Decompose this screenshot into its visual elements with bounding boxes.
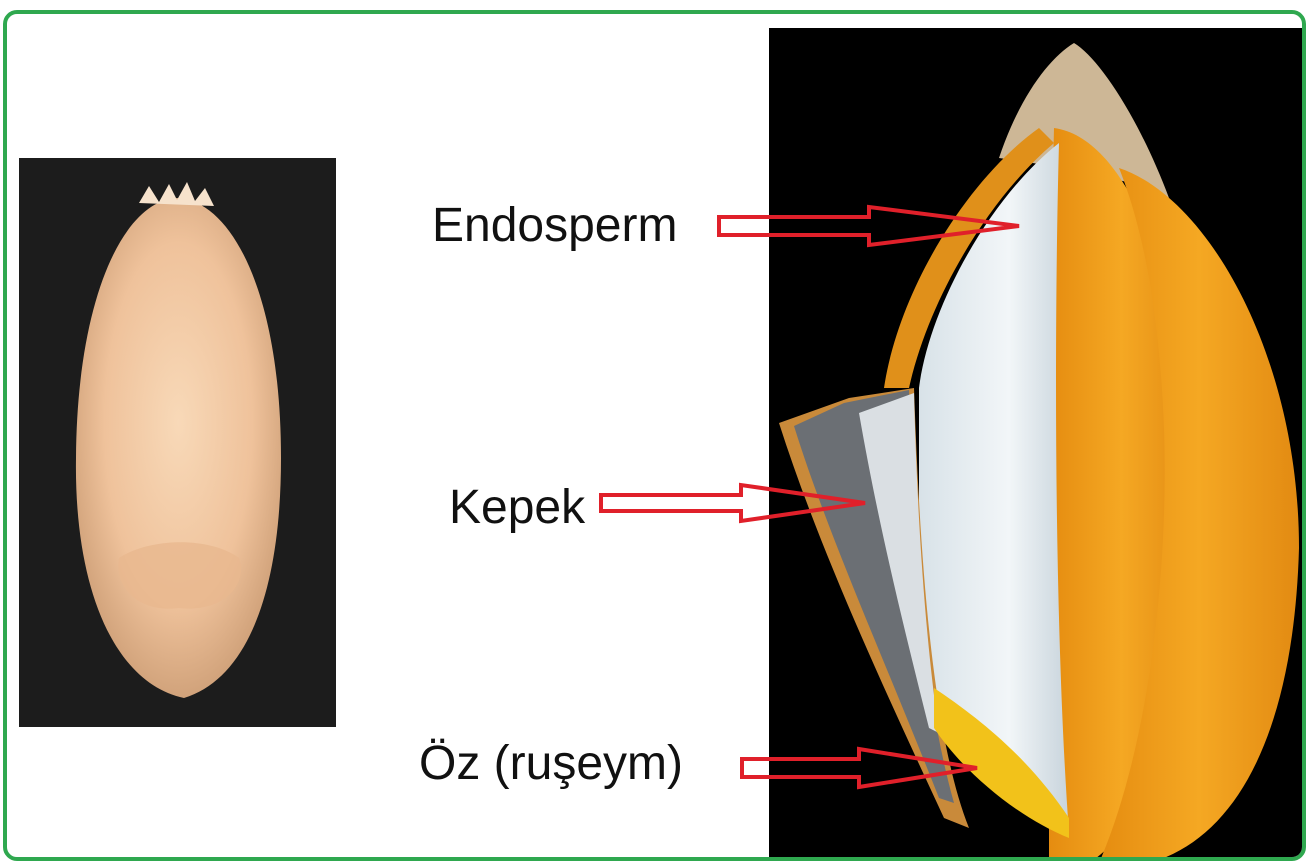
grain-cross-section — [769, 28, 1306, 861]
kernel-germ-notch — [118, 542, 241, 608]
kernel-body — [76, 198, 281, 698]
rice-kernel-photo — [19, 158, 336, 727]
kernel-tip-hairs — [139, 182, 214, 206]
rice-kernel-illustration — [19, 158, 336, 727]
label-bran: Kepek — [449, 484, 585, 532]
grain-cross-section-illustration — [769, 28, 1306, 861]
label-germ: Öz (ruşeym) — [419, 740, 683, 788]
figure-frame: Endosperm Kepek Öz (ruşeym) — [3, 10, 1306, 861]
label-endosperm: Endosperm — [432, 202, 677, 250]
